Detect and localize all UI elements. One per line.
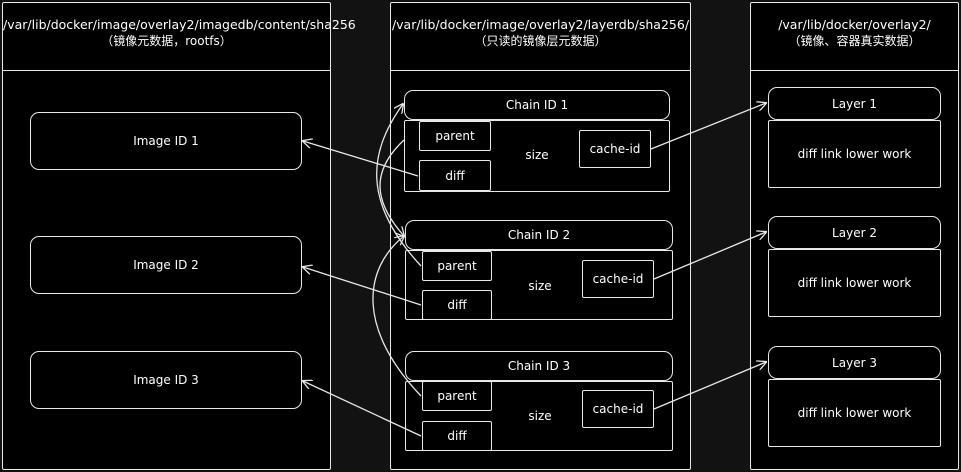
layerdb-path: /var/lib/docker/image/overlay2/layerdb/s… [391,17,690,32]
imagedb-path: /var/lib/docker/image/overlay2/imagedb/c… [3,17,356,32]
layer-1-title-box: Layer 1 [768,87,941,120]
chain-2-title: Chain ID 2 [507,228,571,242]
chain-1-cache-box: cache-id [579,130,651,168]
chain-2-title-box: Chain ID 2 [405,220,673,250]
chain-1-parent: parent [435,129,475,143]
layer-3-body-text: diff link lower work [797,406,912,420]
layer-2-title-box: Layer 2 [768,216,941,249]
chain-1-diff-box: diff [419,160,491,191]
layer-3-title-box: Layer 3 [768,346,941,379]
layer-1-title: Layer 1 [832,96,877,111]
layer-1-body-text: diff link lower work [797,147,912,161]
chain-2-diff: diff [447,298,467,312]
chain-2-cache-box: cache-id [582,260,654,298]
layer-1-body: diff link lower work [768,120,941,188]
chain-3-parent-box: parent [422,381,492,411]
image-id-1-label: Image ID 1 [133,134,199,148]
image-id-3-label: Image ID 3 [133,373,199,387]
chain-3-cache-box: cache-id [582,390,654,428]
chain-1-parent-box: parent [419,121,491,151]
chain-2-size: size [528,279,552,293]
chain-3-parent: parent [437,389,477,403]
layer-2-body: diff link lower work [768,249,941,317]
chain-3-size: size [528,409,552,423]
chain-1-title-box: Chain ID 1 [404,90,670,120]
layer-3-title: Layer 3 [832,355,877,370]
chain-1-cache: cache-id [589,142,641,156]
chain-2-parent: parent [437,259,477,273]
layer-3-body: diff link lower work [768,379,941,447]
chain-3-cache: cache-id [592,402,644,416]
chain-2-parent-box: parent [422,251,492,281]
layerdb-desc: （只读的镜像层元数据） [474,34,607,48]
overlay-desc: （镜像、容器真实数据） [788,34,921,48]
chain-1-size: size [525,148,549,162]
image-id-2-label: Image ID 2 [133,258,199,272]
chain-2-cache: cache-id [592,272,644,286]
chain-2-diff-box: diff [422,290,492,320]
layer-2-title: Layer 2 [832,225,877,240]
overlay-path: /var/lib/docker/overlay2/ [778,17,931,32]
chain-3-diff-box: diff [422,421,492,451]
chain-3-title-box: Chain ID 3 [405,351,673,381]
imagedb-header: /var/lib/docker/image/overlay2/imagedb/c… [3,3,356,71]
image-id-2-box: Image ID 2 [30,236,302,294]
chain-1-title: Chain ID 1 [505,98,569,112]
layerdb-header: /var/lib/docker/image/overlay2/layerdb/s… [391,3,690,71]
imagedb-desc: （镜像元数据，rootfs） [101,34,232,48]
layer-2-body-text: diff link lower work [797,276,912,290]
image-id-1-box: Image ID 1 [30,112,302,170]
chain-3-title: Chain ID 3 [507,359,571,373]
chain-3-diff: diff [447,429,467,443]
overlay-header: /var/lib/docker/overlay2/ （镜像、容器真实数据） [751,3,958,71]
image-id-3-box: Image ID 3 [30,351,302,409]
chain-1-diff: diff [445,168,465,183]
